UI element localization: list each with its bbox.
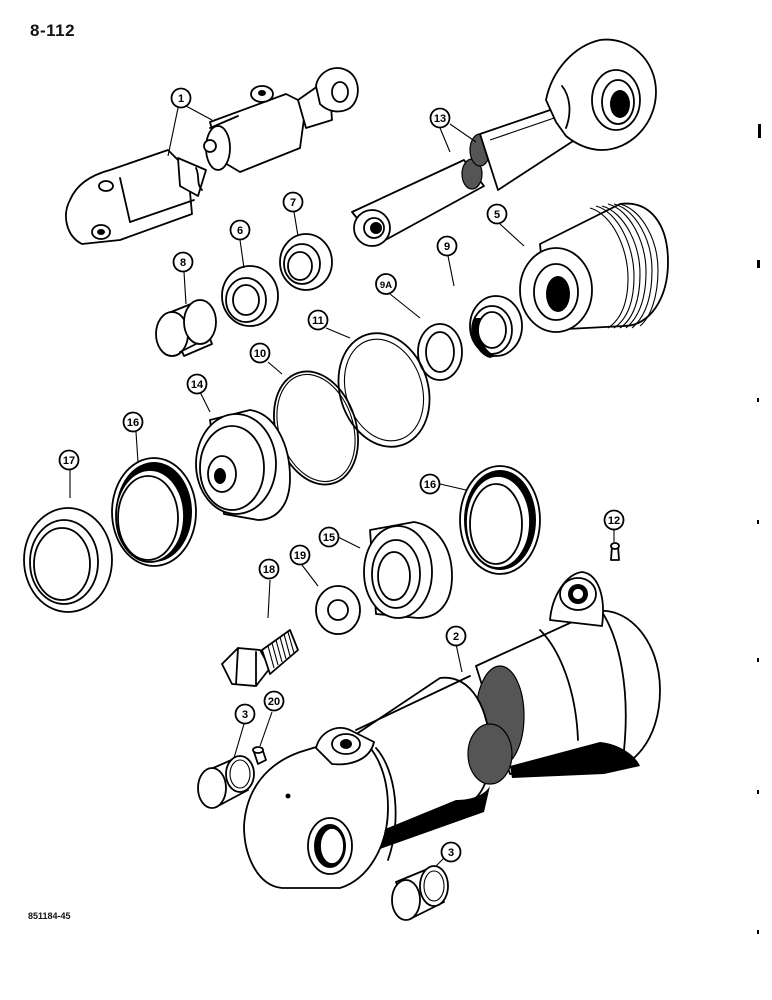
- svg-text:7: 7: [290, 197, 296, 209]
- svg-text:5: 5: [494, 209, 500, 221]
- part-6-seal: [221, 265, 279, 327]
- svg-text:14: 14: [191, 379, 204, 391]
- svg-text:10: 10: [254, 348, 266, 360]
- svg-text:9A: 9A: [380, 280, 392, 291]
- part-19-washer: [315, 585, 361, 635]
- svg-text:17: 17: [63, 455, 75, 467]
- svg-text:18: 18: [263, 564, 275, 576]
- svg-text:8: 8: [180, 257, 186, 269]
- part-9-seal: [469, 295, 523, 358]
- callout-c18: 18: [258, 558, 280, 580]
- page-number: 8-112: [30, 21, 76, 40]
- part-11-o-ring: [337, 332, 431, 448]
- part-16-seal-right: [459, 465, 541, 575]
- svg-text:2: 2: [453, 631, 459, 643]
- part-15-piston-seal-carrier: [363, 521, 453, 619]
- callout-c2: 2: [445, 625, 467, 647]
- svg-text:6: 6: [237, 225, 243, 237]
- part-13-piston-rod: [351, 38, 657, 247]
- svg-text:19: 19: [294, 550, 306, 562]
- svg-text:12: 12: [608, 515, 620, 527]
- svg-text:20: 20: [268, 696, 280, 708]
- callout-c6: 6: [229, 219, 251, 241]
- callout-c1: 1: [170, 87, 192, 109]
- svg-text:16: 16: [424, 479, 436, 491]
- scan-marks: [757, 124, 761, 934]
- part-1-cylinder-assembly: [65, 67, 359, 245]
- part-14-gland: [195, 409, 291, 521]
- part-2-cylinder-barrel: [243, 571, 661, 889]
- svg-text:1: 1: [178, 93, 184, 105]
- callout-c7: 7: [282, 191, 304, 213]
- svg-text:16: 16: [127, 417, 139, 429]
- callout-c10: 10: [249, 342, 271, 364]
- part-3-bushing-lower: [391, 865, 449, 921]
- callout-c13: 13: [429, 107, 451, 129]
- callout-c14: 14: [186, 373, 208, 395]
- callout-c16a: 16: [122, 411, 144, 433]
- part-17-wear-ring: [23, 507, 113, 613]
- svg-text:3: 3: [242, 709, 248, 721]
- svg-text:13: 13: [434, 113, 446, 125]
- part-3-bushing-upper: [197, 755, 255, 809]
- svg-text:11: 11: [312, 315, 324, 327]
- callout-c16b: 16: [419, 473, 441, 495]
- part-7-wiper: [279, 233, 333, 291]
- callout-c5: 5: [486, 203, 508, 225]
- callout-c15: 15: [318, 526, 340, 548]
- part-20-grease-fitting: [252, 746, 267, 765]
- part-9a-backup-ring: [417, 323, 463, 381]
- svg-text:9: 9: [444, 241, 450, 253]
- callout-c3b: 3: [440, 841, 462, 863]
- svg-text:15: 15: [323, 532, 335, 544]
- callout-c17: 17: [58, 449, 80, 471]
- callout-c20: 20: [263, 690, 285, 712]
- callout-c12: 12: [603, 509, 625, 531]
- callout-c3a: 3: [234, 703, 256, 725]
- callout-c11: 11: [307, 309, 329, 331]
- callout-c9a: 9A: [375, 273, 397, 295]
- svg-text:3: 3: [448, 847, 454, 859]
- part-12-grease-fitting: [610, 542, 620, 561]
- part-16-seal-left: [111, 457, 197, 567]
- leader-lines: [69, 105, 615, 867]
- part-18-bolt: [221, 629, 299, 687]
- callout-c19: 19: [289, 544, 311, 566]
- part-8-bushing: [155, 299, 217, 357]
- callout-c8: 8: [172, 251, 194, 273]
- callout-c9: 9: [436, 235, 458, 257]
- part-5-piston: [519, 202, 669, 333]
- figure-code: 851184-45: [28, 911, 71, 921]
